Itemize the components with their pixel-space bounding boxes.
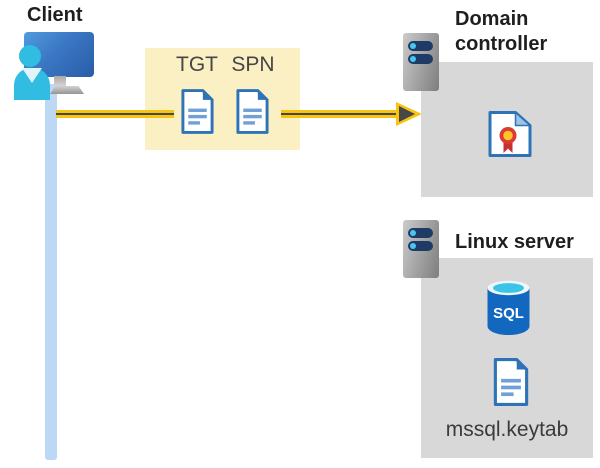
domain-controller-server-icon xyxy=(403,33,439,91)
tgt-label: TGT xyxy=(176,53,218,76)
user-head xyxy=(19,45,41,67)
keytab-filename-label: mssql.keytab xyxy=(445,418,569,441)
client-connection-line xyxy=(45,84,57,460)
ticket-box xyxy=(145,48,300,150)
tgt-document-icon xyxy=(181,89,214,134)
user-icon xyxy=(14,45,50,100)
domain-controller-label: Domain controller xyxy=(455,8,548,55)
spn-label: SPN xyxy=(231,53,275,76)
keytab-document-icon xyxy=(493,358,529,406)
server-led xyxy=(410,43,416,49)
server-bay xyxy=(408,241,433,251)
certificate-icon xyxy=(488,111,532,157)
linux-server-icon xyxy=(403,220,439,278)
server-bay xyxy=(408,41,433,51)
server-bay xyxy=(408,228,433,238)
request-arrow-shaft-right xyxy=(281,110,398,118)
linux-server-label: Linux server xyxy=(455,231,574,253)
sql-label: SQL xyxy=(493,305,524,322)
sql-database-icon: SQL xyxy=(487,280,530,335)
client-label: Client xyxy=(27,4,83,26)
monitor-stand-neck xyxy=(54,76,66,87)
monitor-stand-base xyxy=(50,86,84,94)
arrow-right-icon-inner xyxy=(399,106,415,122)
server-led xyxy=(410,243,416,249)
spn-document-icon xyxy=(236,89,269,134)
server-led xyxy=(410,230,416,236)
server-led xyxy=(410,56,416,62)
user-collar xyxy=(22,68,42,83)
request-arrow-shaft-left xyxy=(56,110,174,118)
server-bay xyxy=(408,54,433,64)
